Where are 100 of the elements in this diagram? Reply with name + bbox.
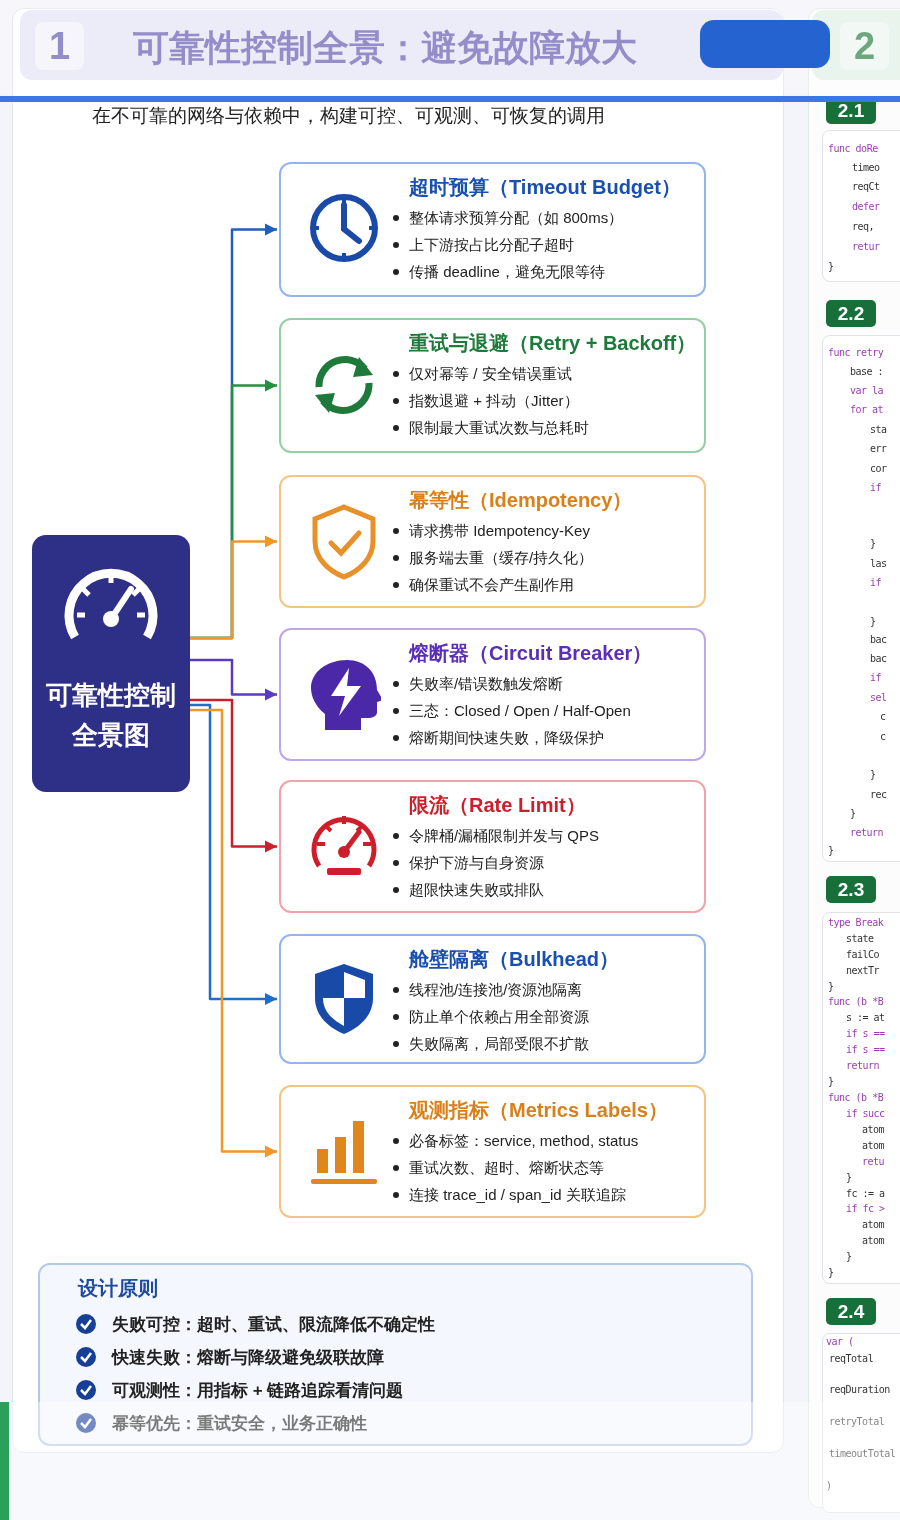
arrow bbox=[190, 708, 277, 1158]
code-line: timeo bbox=[852, 161, 880, 174]
card-title: 超时预算（Timeout Budget） bbox=[409, 175, 681, 200]
code-line: err bbox=[870, 442, 887, 455]
card-title: 观测指标（Metrics Labels） bbox=[409, 1098, 668, 1123]
principle-item: 可观测性：用指标 + 链路追踪看清问题 bbox=[112, 1380, 404, 1402]
code-line: retryTotal bbox=[829, 1415, 885, 1428]
code-line: if fc > bbox=[846, 1202, 885, 1215]
card bbox=[279, 162, 706, 297]
bullet-item: 上下游按占比分配子超时 bbox=[409, 236, 574, 253]
code-line: c bbox=[880, 710, 886, 723]
principle-item: 快速失败：熔断与降级避免级联故障 bbox=[112, 1347, 384, 1369]
code-line: if bbox=[870, 481, 882, 494]
code-line: las bbox=[870, 557, 887, 570]
bullet-item: 重试次数、超时、熔断状态等 bbox=[409, 1159, 604, 1176]
bullet-item: 三态：Closed / Open / Half-Open bbox=[409, 702, 631, 719]
bullet-item: 熔断期间快速失败，降级保护 bbox=[409, 729, 604, 746]
section-badge: 2.3 bbox=[826, 876, 876, 903]
code-line: atom bbox=[862, 1139, 885, 1152]
code-line: nextTr bbox=[846, 964, 880, 977]
code-line: retu bbox=[862, 1155, 885, 1168]
bullet-item: 整体请求预算分配（如 800ms） bbox=[409, 209, 624, 226]
code-line: cor bbox=[870, 462, 887, 475]
bullet-item: 必备标签：service, method, status bbox=[409, 1132, 639, 1149]
card bbox=[279, 628, 706, 761]
code-line: if succ bbox=[846, 1107, 885, 1120]
code-line: retur bbox=[852, 240, 880, 253]
code-line: atom bbox=[862, 1218, 885, 1231]
code-line: } bbox=[828, 260, 834, 273]
arrow bbox=[190, 703, 277, 1006]
arrow bbox=[190, 698, 277, 853]
code-line: defer bbox=[852, 200, 880, 213]
code-line: func doRe bbox=[828, 142, 878, 155]
bullet-item: 服务端去重（缓存/持久化） bbox=[409, 549, 594, 566]
code-line: fc := a bbox=[846, 1187, 885, 1200]
bullet-item: 确保重试不会产生副作用 bbox=[409, 576, 574, 593]
code-line: } bbox=[850, 807, 856, 820]
code-line: var la bbox=[850, 384, 884, 397]
code-line: if s == bbox=[846, 1027, 885, 1040]
summary-box bbox=[32, 535, 190, 792]
code-line: atom bbox=[862, 1234, 885, 1247]
code-line: reqDuration bbox=[829, 1383, 890, 1396]
code-line: } bbox=[828, 1266, 834, 1279]
code-line: } bbox=[828, 980, 834, 993]
card bbox=[279, 934, 706, 1064]
bullet-item: 失败率/错误数触发熔断 bbox=[409, 675, 564, 692]
arrow bbox=[190, 535, 277, 640]
code-line: reqCt bbox=[852, 180, 880, 193]
bullet-item: 指数退避 + 抖动（Jitter） bbox=[409, 392, 579, 409]
arrow bbox=[190, 658, 277, 701]
code-line: c bbox=[880, 730, 886, 743]
section-badge: 2.4 bbox=[826, 1298, 876, 1325]
code-line: return bbox=[846, 1059, 880, 1072]
code-line: bac bbox=[870, 652, 887, 665]
code-line: type Break bbox=[828, 916, 884, 929]
bullet-item: 连接 trace_id / span_id 关联追踪 bbox=[409, 1186, 626, 1203]
summary-title: 可靠性控制全景图 bbox=[45, 679, 177, 752]
code-line: if s == bbox=[846, 1043, 885, 1056]
card-title: 幂等性（Idempotency） bbox=[409, 488, 633, 513]
bullet-item: 失败隔离，局部受限不扩散 bbox=[409, 1035, 589, 1052]
code-line: return bbox=[850, 826, 884, 839]
principle-item: 失败可控：超时、重试、限流降低不确定性 bbox=[112, 1314, 435, 1336]
code-line: } bbox=[846, 1171, 852, 1184]
code-line: rec bbox=[870, 788, 887, 801]
section-badge: 2.2 bbox=[826, 300, 876, 327]
code-line: state bbox=[846, 932, 874, 945]
code-line: for at bbox=[850, 403, 884, 416]
code-line: base : bbox=[850, 365, 884, 378]
bullet-item: 传播 deadline，避免无限等待 bbox=[409, 263, 605, 280]
bullet-item: 超限快速失败或排队 bbox=[409, 881, 544, 898]
code-line: sel bbox=[870, 691, 887, 704]
code-line: if bbox=[870, 671, 882, 684]
subtitle: 在不可靠的网络与依赖中，构建可控、可观测、可恢复的调用 bbox=[92, 104, 605, 128]
section-heading: 设计原则 bbox=[78, 1276, 158, 1301]
code-line: ) bbox=[826, 1479, 832, 1492]
code-line: failCo bbox=[846, 948, 880, 961]
code-line: atom bbox=[862, 1123, 885, 1136]
bullet-item: 限制最大重试次数与总耗时 bbox=[409, 419, 589, 436]
bullet-item: 防止单个依赖占用全部资源 bbox=[409, 1008, 589, 1025]
number-badge: 1 bbox=[35, 22, 84, 70]
code-line: reqTotal bbox=[829, 1352, 874, 1365]
page-title: 可靠性控制全景：避免故障放大 bbox=[133, 26, 637, 70]
code-line: } bbox=[828, 844, 834, 857]
card-title: 重试与退避（Retry + Backoff） bbox=[409, 331, 697, 356]
code-line: func (b *B bbox=[828, 1091, 884, 1104]
code-line: } bbox=[870, 768, 876, 781]
bullet-item: 令牌桶/漏桶限制并发与 QPS bbox=[409, 827, 599, 844]
code-line: req, bbox=[852, 220, 875, 233]
card bbox=[279, 1085, 706, 1218]
code-line: var ( bbox=[826, 1335, 854, 1348]
card-title: 舱壁隔离（Bulkhead） bbox=[409, 947, 620, 972]
number-badge: 2 bbox=[840, 22, 889, 70]
card-title: 熔断器（Circuit Breaker） bbox=[409, 641, 653, 666]
card bbox=[279, 318, 706, 453]
code-line: func (b *B bbox=[828, 995, 884, 1008]
principle-item: 幂等优先：重试安全，业务正确性 bbox=[112, 1413, 367, 1435]
card-title: 限流（Rate Limit） bbox=[409, 793, 586, 818]
bullet-item: 线程池/连接池/资源池隔离 bbox=[409, 981, 583, 998]
bullet-item: 请求携带 Idempotency-Key bbox=[409, 522, 590, 539]
principles-box bbox=[38, 1263, 753, 1446]
